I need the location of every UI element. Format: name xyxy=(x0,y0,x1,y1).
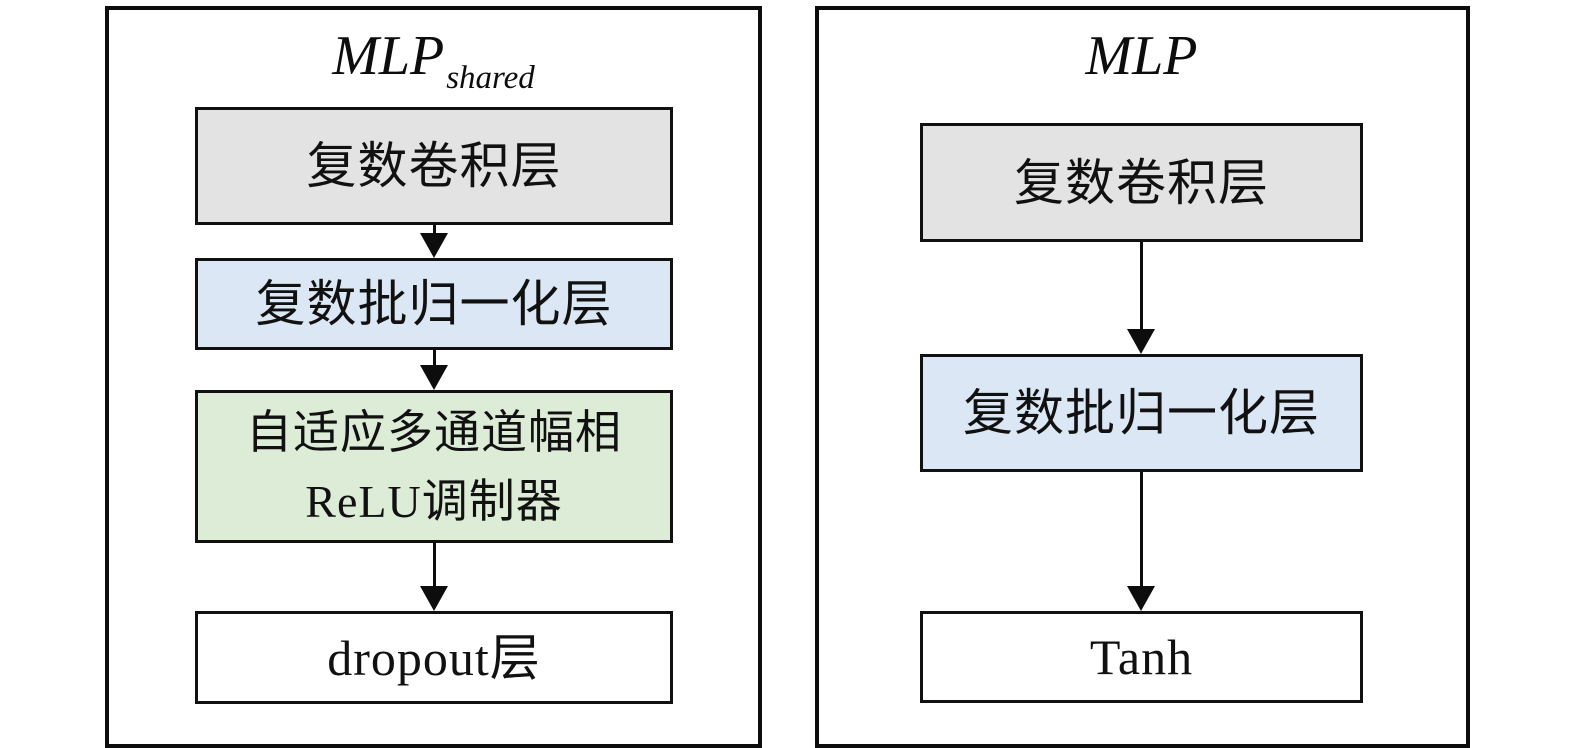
arrow-head xyxy=(1127,329,1155,354)
arrow-stem xyxy=(432,225,436,233)
node-tanh: Tanh xyxy=(920,611,1363,703)
arrow-head xyxy=(420,233,448,258)
panel-mlp-inner: MLP 复数卷积层 复数批归一化层 Tanh xyxy=(819,10,1466,744)
panel-title-main: MLP xyxy=(332,25,445,87)
node-complex-batchnorm-layer: 复数批归一化层 xyxy=(195,258,673,350)
panel-mlp-shared: MLPshared 复数卷积层 复数批归一化层 自适应多通道幅相 ReLU调制器 xyxy=(105,6,762,748)
arrow-stem xyxy=(1139,472,1143,586)
node-dropout-layer: dropout层 xyxy=(195,611,673,704)
node-label: Tanh xyxy=(1089,629,1194,685)
node-label-line1: 自适应多通道幅相 xyxy=(246,406,622,458)
down-arrow-icon xyxy=(1125,242,1157,354)
panel-title-main: MLP xyxy=(1085,25,1198,87)
node-label: 复数批归一化层 xyxy=(963,385,1320,441)
arrow-head xyxy=(1127,586,1155,611)
panel-title-subscript: shared xyxy=(446,60,535,96)
down-arrow-icon xyxy=(1125,472,1157,611)
arrow-head xyxy=(420,365,448,390)
panel-title-mlp: MLP xyxy=(819,24,1466,97)
node-label: 复数批归一化层 xyxy=(255,276,613,332)
panel-title-mlp-shared: MLPshared xyxy=(109,24,758,97)
down-arrow-icon xyxy=(418,350,450,390)
node-label: 复数卷积层 xyxy=(1014,154,1269,211)
arrow-stem xyxy=(432,350,436,365)
arrow-head xyxy=(420,586,448,611)
arrow-stem xyxy=(1139,242,1143,329)
node-complex-conv-layer: 复数卷积层 xyxy=(920,123,1363,242)
node-label: dropout层 xyxy=(327,629,541,686)
down-arrow-icon xyxy=(418,543,450,611)
node-complex-conv-layer: 复数卷积层 xyxy=(195,107,673,225)
node-complex-batchnorm-layer: 复数批归一化层 xyxy=(920,354,1363,472)
panel-mlp: MLP 复数卷积层 复数批归一化层 Tanh xyxy=(815,6,1470,748)
node-label: 复数卷积层 xyxy=(306,138,562,194)
down-arrow-icon xyxy=(418,225,450,258)
arrow-stem xyxy=(432,543,436,586)
node-label-line2: ReLU调制器 xyxy=(305,475,563,527)
node-adaptive-multichannel-relu-modulator: 自适应多通道幅相 ReLU调制器 xyxy=(195,390,673,543)
panel-mlp-shared-inner: MLPshared 复数卷积层 复数批归一化层 自适应多通道幅相 ReLU调制器 xyxy=(109,10,758,744)
